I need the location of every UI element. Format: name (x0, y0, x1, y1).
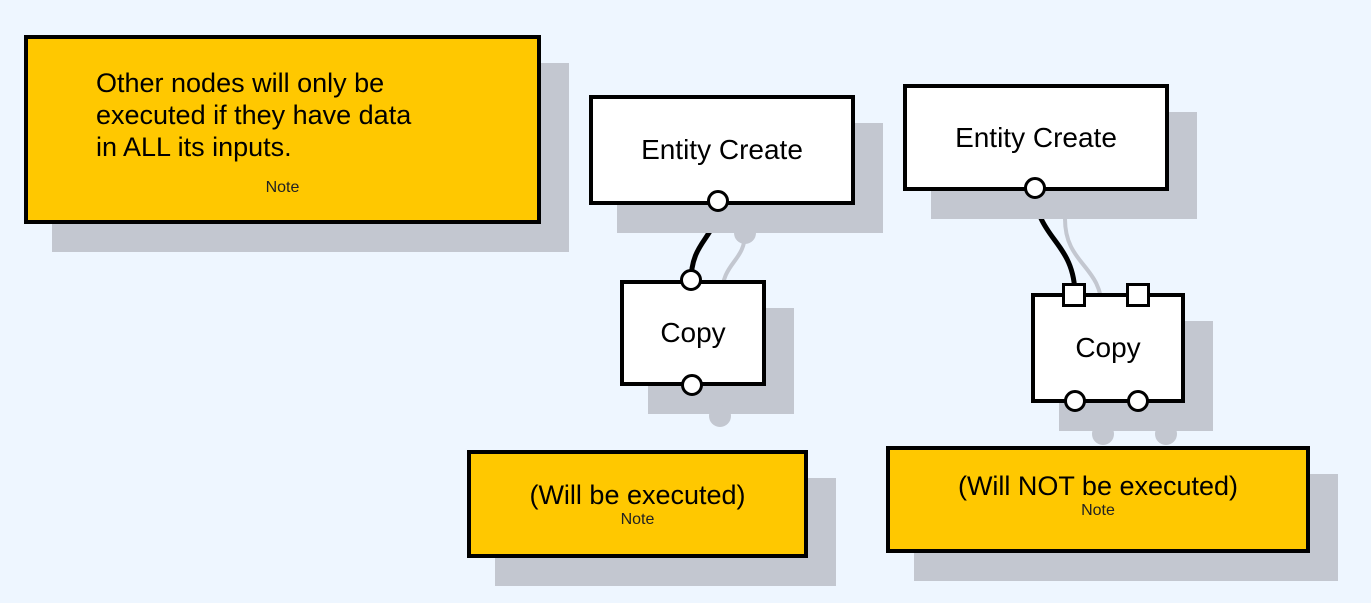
right-copy-input-port-2[interactable] (1126, 283, 1150, 307)
not-executed-note-label: Note (1081, 502, 1115, 519)
left-copy-input-port[interactable] (680, 269, 702, 291)
left-entity-create-output-shadow (734, 222, 756, 244)
right-copy-title: Copy (1075, 332, 1141, 363)
main-note-line-3: in ALL its inputs. (96, 132, 292, 162)
right-entity-create-title: Entity Create (955, 121, 1117, 153)
left-copy-title: Copy (660, 317, 726, 348)
left-copy-output-shadow (709, 405, 731, 427)
main-note-label: Note (265, 179, 300, 196)
right-entity-create-output-port[interactable] (1024, 177, 1046, 199)
right-copy-output-port-2[interactable] (1127, 390, 1149, 412)
main-note[interactable]: Other nodes will only be executed if the… (24, 35, 541, 224)
left-entity-create-output-port[interactable] (707, 190, 729, 212)
right-copy-output-shadow-2 (1155, 423, 1177, 445)
not-executed-note-text: (Will NOT be executed) (957, 471, 1239, 501)
right-copy-node[interactable]: Copy (1031, 293, 1185, 403)
right-copy-input-port-1[interactable] (1062, 283, 1086, 307)
right-copy-output-port-1[interactable] (1064, 390, 1086, 412)
right-copy-output-shadow-1 (1092, 423, 1114, 445)
main-note-line-2: executed if they have data (96, 100, 412, 130)
left-copy-output-port[interactable] (681, 374, 703, 396)
executed-note-text: (Will be executed) (529, 480, 746, 510)
right-entity-create-node[interactable]: Entity Create (903, 84, 1169, 191)
left-entity-create-title: Entity Create (641, 134, 803, 165)
left-entity-create-node[interactable]: Entity Create (589, 95, 855, 205)
executed-note-label: Note (620, 511, 655, 528)
left-copy-node[interactable]: Copy (620, 280, 766, 386)
not-executed-note[interactable]: (Will NOT be executed) Note (886, 446, 1310, 553)
main-note-line-1: Other nodes will only be (96, 68, 385, 98)
executed-note[interactable]: (Will be executed) Note (467, 450, 808, 558)
